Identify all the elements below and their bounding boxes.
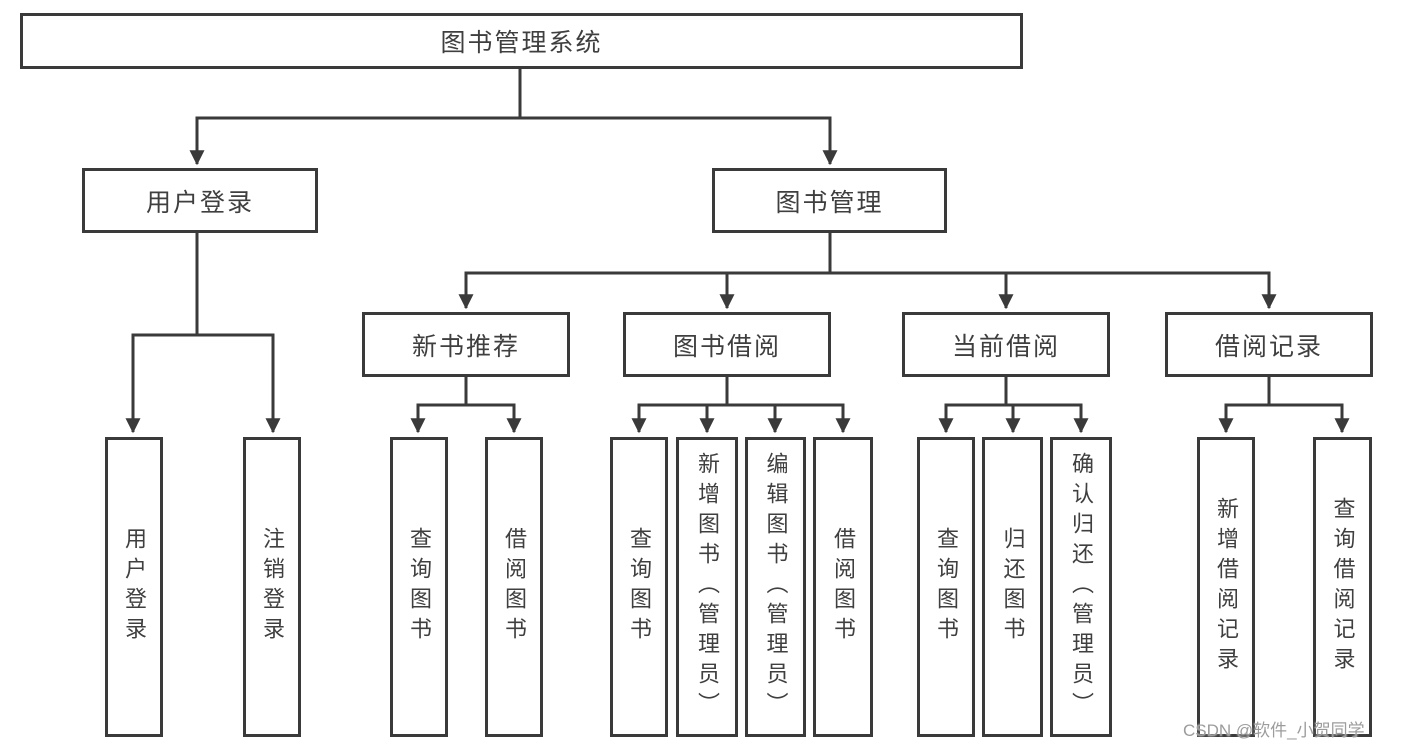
node-book-borrowing: 图书借阅 bbox=[623, 312, 831, 377]
leaf-query-books-current: 查询图书 bbox=[917, 437, 975, 737]
leaf-borrow-books-recommend-label: 借阅图书 bbox=[502, 527, 527, 647]
node-user-login-label: 用户登录 bbox=[145, 188, 254, 217]
leaf-confirm-return-admin-label: 确认归还（管理员） bbox=[1069, 452, 1094, 722]
leaf-return-books: 归还图书 bbox=[982, 437, 1043, 737]
node-current-borrowing-label: 当前借阅 bbox=[951, 332, 1060, 361]
leaf-edit-book-admin: 编辑图书（管理员） bbox=[745, 437, 806, 737]
node-borrowing-records-label: 借阅记录 bbox=[1214, 332, 1323, 361]
leaf-user-login: 用户登录 bbox=[105, 437, 163, 737]
leaf-borrow-books-borrowing-label: 借阅图书 bbox=[831, 527, 856, 647]
watermark-text: CSDN @软件_小贺同学 bbox=[1183, 721, 1365, 740]
leaf-add-borrow-record-label: 新增借阅记录 bbox=[1214, 497, 1239, 677]
leaf-borrow-books-borrowing: 借阅图书 bbox=[813, 437, 873, 737]
leaf-query-books-recommend-label: 查询图书 bbox=[407, 527, 432, 647]
leaf-query-books-recommend: 查询图书 bbox=[390, 437, 448, 737]
leaf-user-login-label: 用户登录 bbox=[122, 527, 147, 647]
node-borrowing-records: 借阅记录 bbox=[1165, 312, 1373, 377]
leaf-query-books-borrowing: 查询图书 bbox=[610, 437, 668, 737]
node-new-book-recommend: 新书推荐 bbox=[362, 312, 570, 377]
leaf-query-borrow-record: 查询借阅记录 bbox=[1313, 437, 1372, 737]
leaf-add-book-admin-label: 新增图书（管理员） bbox=[695, 452, 720, 722]
leaf-logout: 注销登录 bbox=[243, 437, 301, 737]
leaf-add-borrow-record: 新增借阅记录 bbox=[1197, 437, 1255, 737]
leaf-logout-label: 注销登录 bbox=[260, 527, 285, 647]
leaf-return-books-label: 归还图书 bbox=[1000, 527, 1026, 647]
leaf-borrow-books-recommend: 借阅图书 bbox=[485, 437, 543, 737]
leaf-edit-book-admin-label: 编辑图书（管理员） bbox=[763, 452, 789, 722]
leaf-query-books-borrowing-label: 查询图书 bbox=[627, 527, 652, 647]
node-book-borrowing-label: 图书借阅 bbox=[672, 332, 781, 361]
node-book-management: 图书管理 bbox=[712, 168, 947, 233]
node-book-management-label: 图书管理 bbox=[775, 188, 884, 217]
node-user-login: 用户登录 bbox=[82, 168, 318, 233]
leaf-query-books-current-label: 查询图书 bbox=[934, 527, 959, 647]
node-root-label: 图书管理系统 bbox=[440, 29, 603, 57]
node-new-book-recommend-label: 新书推荐 bbox=[411, 332, 520, 361]
node-root: 图书管理系统 bbox=[20, 13, 1023, 69]
leaf-confirm-return-admin: 确认归还（管理员） bbox=[1050, 437, 1112, 737]
leaf-query-borrow-record-label: 查询借阅记录 bbox=[1330, 497, 1356, 677]
node-current-borrowing: 当前借阅 bbox=[902, 312, 1110, 377]
leaf-add-book-admin: 新增图书（管理员） bbox=[676, 437, 738, 737]
